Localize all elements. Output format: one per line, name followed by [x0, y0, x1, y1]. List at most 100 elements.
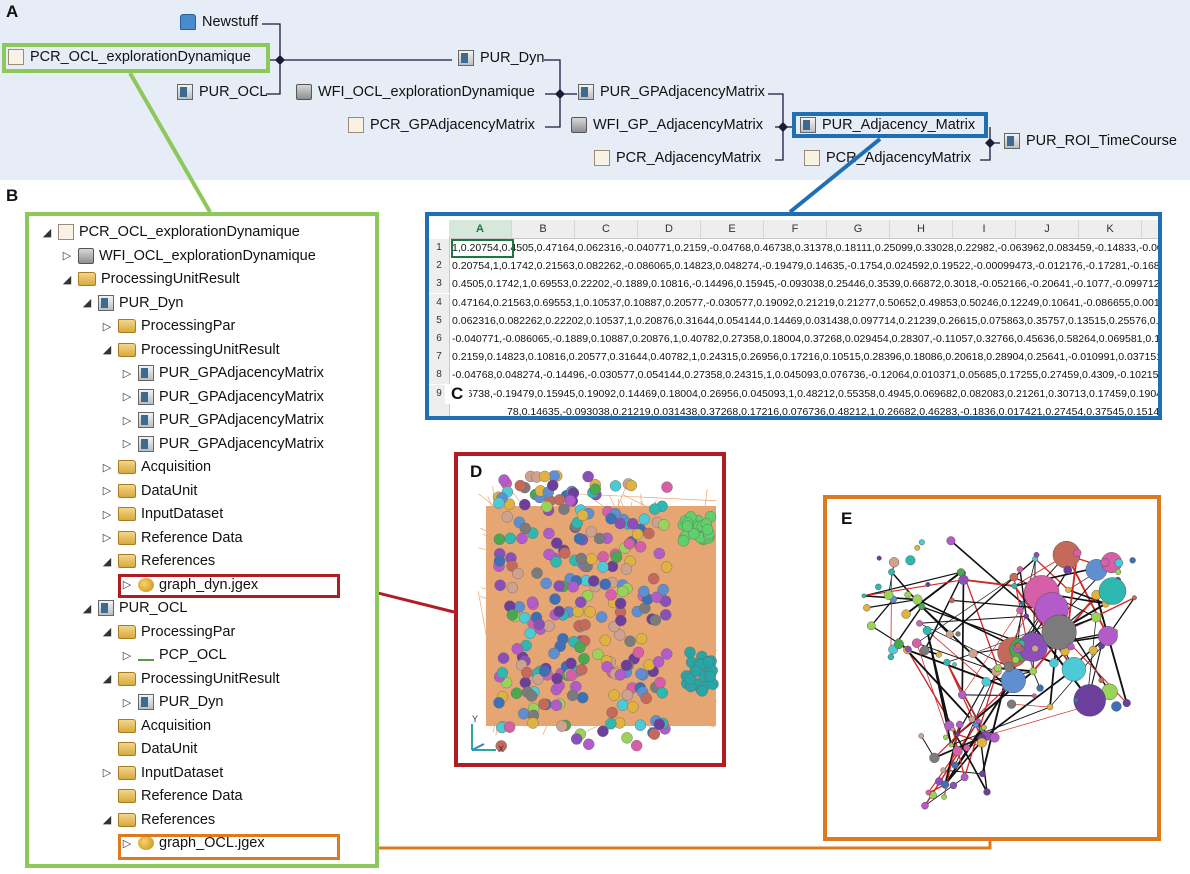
- column-header[interactable]: G: [827, 220, 890, 238]
- graph-node[interactable]: [981, 724, 987, 731]
- graph-node[interactable]: [701, 523, 714, 536]
- graph-node[interactable]: [495, 740, 507, 752]
- graph-node[interactable]: [1016, 566, 1024, 573]
- tree-item[interactable]: DataUnit: [101, 737, 197, 761]
- graph-node[interactable]: [1036, 684, 1044, 692]
- node-pcr-ocl[interactable]: PCR_OCL_explorationDynamique: [8, 49, 251, 65]
- graph-node[interactable]: [623, 538, 636, 550]
- graph-dyn-canvas[interactable]: [458, 456, 722, 763]
- node-newstuff[interactable]: Newstuff: [180, 14, 258, 30]
- graph-node[interactable]: [1111, 701, 1122, 712]
- tree-item[interactable]: ◢ProcessingUnitResult: [61, 267, 240, 291]
- graph-node[interactable]: [976, 737, 987, 748]
- graph-node[interactable]: [521, 666, 533, 679]
- graph-node[interactable]: [577, 509, 589, 522]
- tree-item[interactable]: ▷PUR_GPAdjacencyMatrix: [121, 385, 324, 409]
- graph-node[interactable]: [919, 645, 930, 656]
- graph-node[interactable]: [573, 532, 586, 545]
- graph-node[interactable]: [601, 661, 613, 673]
- graph-node[interactable]: [589, 483, 601, 495]
- row-header[interactable]: 8: [429, 366, 450, 385]
- graph-node[interactable]: [952, 662, 957, 667]
- graph-node[interactable]: [593, 532, 606, 545]
- graph-node[interactable]: [526, 690, 538, 702]
- graph-node[interactable]: [1011, 655, 1020, 664]
- row-header[interactable]: [429, 402, 450, 416]
- graph-node[interactable]: [704, 670, 716, 683]
- tree-item[interactable]: Acquisition: [101, 714, 211, 738]
- graph-node[interactable]: [634, 541, 647, 553]
- cell-value[interactable]: 0.4505,0.1742,1,0.69553,0.22202,-0.1889,…: [452, 278, 1162, 291]
- cell-value[interactable]: 0.46738,-0.19479,0.15945,0.19092,0.14469…: [452, 387, 1162, 400]
- tree-item[interactable]: ▷graph_dyn.jgex: [121, 573, 258, 597]
- graph-node[interactable]: [556, 720, 568, 732]
- collapse-arrow-icon[interactable]: ◢: [42, 226, 52, 239]
- tree-item[interactable]: ◢References: [101, 808, 215, 832]
- graph-node[interactable]: [635, 632, 648, 645]
- collapse-arrow-icon[interactable]: ◢: [82, 602, 92, 615]
- graph-node[interactable]: [621, 732, 633, 744]
- graph-node[interactable]: [883, 590, 894, 600]
- graph-node[interactable]: [616, 699, 629, 711]
- expand-arrow-icon[interactable]: ▷: [102, 532, 112, 544]
- graph-node[interactable]: [941, 780, 950, 789]
- graph-node[interactable]: [541, 501, 553, 513]
- graph-node[interactable]: [540, 577, 552, 590]
- graph-node[interactable]: [597, 725, 609, 737]
- graph-node[interactable]: [690, 665, 702, 677]
- graph-node[interactable]: [652, 656, 665, 668]
- graph-node[interactable]: [620, 563, 633, 575]
- selected-cell[interactable]: [451, 239, 514, 258]
- graph-node[interactable]: [504, 532, 517, 545]
- row-header[interactable]: 5: [429, 311, 450, 330]
- graph-node[interactable]: [574, 641, 586, 653]
- graph-node[interactable]: [918, 733, 924, 739]
- cell-value[interactable]: 78,0.14635,-0.093038,0.21219,0.031438,0.…: [507, 405, 1162, 418]
- collapse-arrow-icon[interactable]: ◢: [102, 344, 112, 356]
- graph-node[interactable]: [861, 593, 867, 599]
- graph-node[interactable]: [925, 789, 932, 796]
- graph-node[interactable]: [1033, 551, 1040, 558]
- graph-node[interactable]: [918, 539, 925, 546]
- graph-node[interactable]: [1009, 572, 1019, 582]
- graph-node[interactable]: [643, 527, 655, 540]
- graph-node[interactable]: [956, 568, 965, 577]
- graph-node[interactable]: [981, 677, 991, 687]
- graph-node[interactable]: [597, 561, 609, 573]
- expand-arrow-icon[interactable]: ▷: [122, 438, 132, 450]
- graph-node[interactable]: [958, 574, 969, 585]
- graph-node[interactable]: [551, 537, 563, 549]
- graph-node[interactable]: [1023, 613, 1030, 620]
- graph-node[interactable]: [506, 581, 519, 594]
- graph-node[interactable]: [660, 561, 673, 573]
- graph-node[interactable]: [625, 479, 637, 492]
- graph-node[interactable]: [968, 649, 978, 658]
- node-pur-dyn[interactable]: PUR_Dyn: [458, 50, 544, 66]
- graph-node[interactable]: [493, 555, 506, 567]
- graph-node[interactable]: [648, 728, 661, 740]
- cell-value[interactable]: 0.20754,1,0.1742,0.21563,0.082262,-0.086…: [452, 260, 1160, 273]
- graph-node[interactable]: [661, 648, 673, 660]
- graph-node[interactable]: [929, 752, 940, 763]
- graph-node[interactable]: [498, 474, 510, 486]
- graph-node[interactable]: [514, 479, 526, 492]
- graph-node[interactable]: [558, 503, 570, 515]
- graph-node[interactable]: [911, 638, 922, 648]
- tree-item[interactable]: ▷InputDataset: [101, 502, 223, 526]
- graph-node[interactable]: [918, 603, 926, 611]
- graph-node[interactable]: [586, 553, 598, 565]
- graph-node[interactable]: [949, 597, 955, 604]
- graph-node[interactable]: [550, 699, 563, 711]
- graph-node[interactable]: [506, 560, 518, 572]
- cell-value[interactable]: -0.040771,-0.086065,-0.1889,0.10887,0.20…: [452, 333, 1161, 345]
- graph-node[interactable]: [1046, 703, 1054, 711]
- cell-value[interactable]: 0.2159,0.14823,0.10816,0.20577,0.31644,0…: [452, 351, 1162, 364]
- graph-node[interactable]: [575, 552, 587, 565]
- tree-item[interactable]: Reference Data: [101, 784, 243, 808]
- node-pur-adjacency-highlighted[interactable]: PUR_Adjacency_Matrix: [792, 112, 988, 138]
- graph-node[interactable]: [615, 614, 627, 627]
- graph-node[interactable]: [578, 653, 590, 665]
- tree-item[interactable]: ◢ProcessingUnitResult: [101, 667, 280, 691]
- graph-node[interactable]: [1098, 577, 1127, 605]
- graph-node[interactable]: [922, 626, 932, 635]
